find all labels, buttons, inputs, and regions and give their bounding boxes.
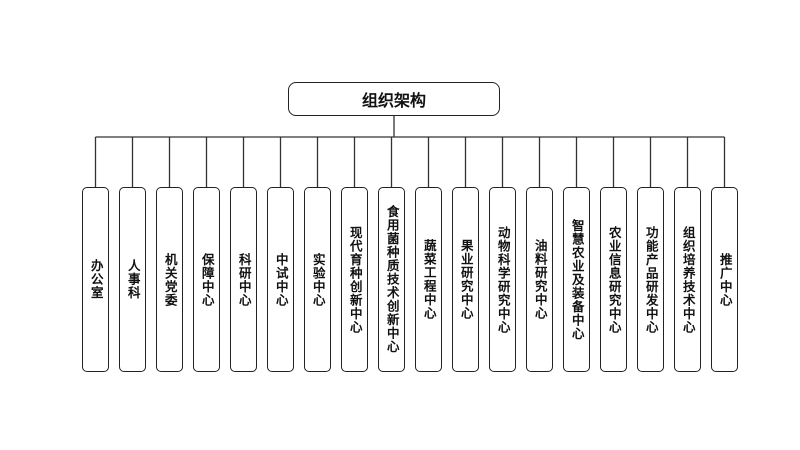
unit-label: 农业信息研究中心: [606, 225, 622, 334]
unit-node: 农业信息研究中心: [600, 187, 627, 372]
unit-label: 实验中心: [310, 252, 326, 307]
unit-label: 机关党委: [162, 252, 178, 307]
unit-label: 推广中心: [717, 252, 733, 307]
unit-node: 动物科学研究中心: [489, 187, 516, 372]
root-label: 组织架构: [361, 91, 426, 110]
unit-node: 科研中心: [230, 187, 257, 372]
unit-node: 办公室: [82, 187, 109, 372]
unit-label: 科研中心: [236, 252, 252, 307]
unit-node: 果业研究中心: [452, 187, 479, 372]
unit-label: 果业研究中心: [458, 239, 474, 320]
unit-label: 现代育种创新中心: [347, 225, 363, 334]
unit-node: 食用菌种质技术创新中心: [378, 187, 405, 372]
unit-label: 食用菌种质技术创新中心: [384, 205, 400, 354]
unit-node: 人事科: [119, 187, 146, 372]
unit-label: 办公室: [88, 259, 104, 300]
unit-node: 现代育种创新中心: [341, 187, 368, 372]
unit-label: 蔬菜工程中心: [421, 239, 437, 320]
unit-label: 保障中心: [199, 252, 215, 307]
unit-label: 油料研究中心: [532, 239, 548, 320]
unit-node: 实验中心: [304, 187, 331, 372]
unit-node: 中试中心: [267, 187, 294, 372]
unit-label: 中试中心: [273, 252, 289, 307]
root-node: 组织架构: [288, 82, 500, 116]
unit-label: 功能产品研发中心: [643, 225, 659, 334]
unit-label: 组织培养技术中心: [680, 225, 696, 334]
unit-node: 蔬菜工程中心: [415, 187, 442, 372]
unit-label: 动物科学研究中心: [495, 225, 511, 334]
unit-node: 推广中心: [711, 187, 738, 372]
unit-node: 功能产品研发中心: [637, 187, 664, 372]
unit-node: 油料研究中心: [526, 187, 553, 372]
unit-node: 组织培养技术中心: [674, 187, 701, 372]
unit-node: 保障中心: [193, 187, 220, 372]
unit-node: 智慧农业及装备中心: [563, 187, 590, 372]
unit-node: 机关党委: [156, 187, 183, 372]
unit-label: 智慧农业及装备中心: [569, 218, 585, 341]
unit-label: 人事科: [125, 259, 141, 300]
